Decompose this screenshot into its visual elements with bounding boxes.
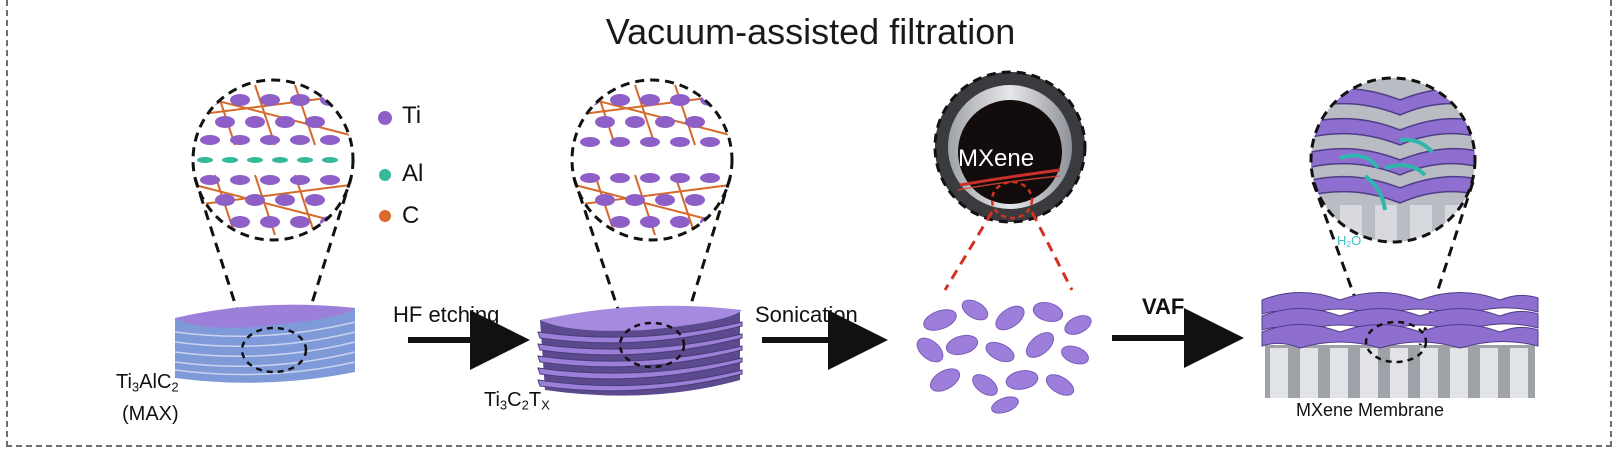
max-formula-label: Ti3AlC2 — [116, 371, 179, 395]
suspension-zoom-lines — [943, 211, 1074, 291]
al-legend-dot — [379, 169, 391, 181]
legend-label-al: Al — [402, 160, 424, 187]
max-crystal-zoom-circle — [191, 78, 355, 242]
vaf-label: VAF — [1142, 294, 1185, 319]
mxene-membrane-block — [1261, 292, 1539, 398]
legend-label-c: C — [402, 202, 420, 229]
hf-etching-label: HF etching — [393, 302, 500, 327]
legend-label-ti: Ti — [402, 102, 422, 129]
water-molecule-label: H2O — [1337, 233, 1362, 250]
mxene-zoom-lines — [572, 177, 732, 331]
dashed-figure-frame — [6, 0, 1612, 447]
mxene-nanoflakes — [916, 299, 1092, 414]
mxene-crystal-zoom-circle — [570, 78, 734, 242]
ti-legend-dot — [378, 111, 392, 125]
sonication-label: Sonication — [755, 302, 858, 327]
ti3c2tx-formula-label: Ti3C2TX — [484, 389, 550, 413]
max-bulk-block — [174, 304, 356, 383]
membrane-zoom-circle — [1309, 76, 1477, 244]
mxene-suspension-photo — [933, 70, 1087, 224]
c-legend-dot — [379, 210, 391, 222]
max-tag-label: (MAX) — [122, 403, 179, 425]
etched-layered-stack — [537, 305, 743, 396]
mxene-membrane-label: MXene Membrane — [1296, 400, 1445, 420]
mxene-suspension-label: MXene — [958, 145, 1035, 172]
figure-title: Vacuum-assisted filtration — [605, 11, 1016, 52]
